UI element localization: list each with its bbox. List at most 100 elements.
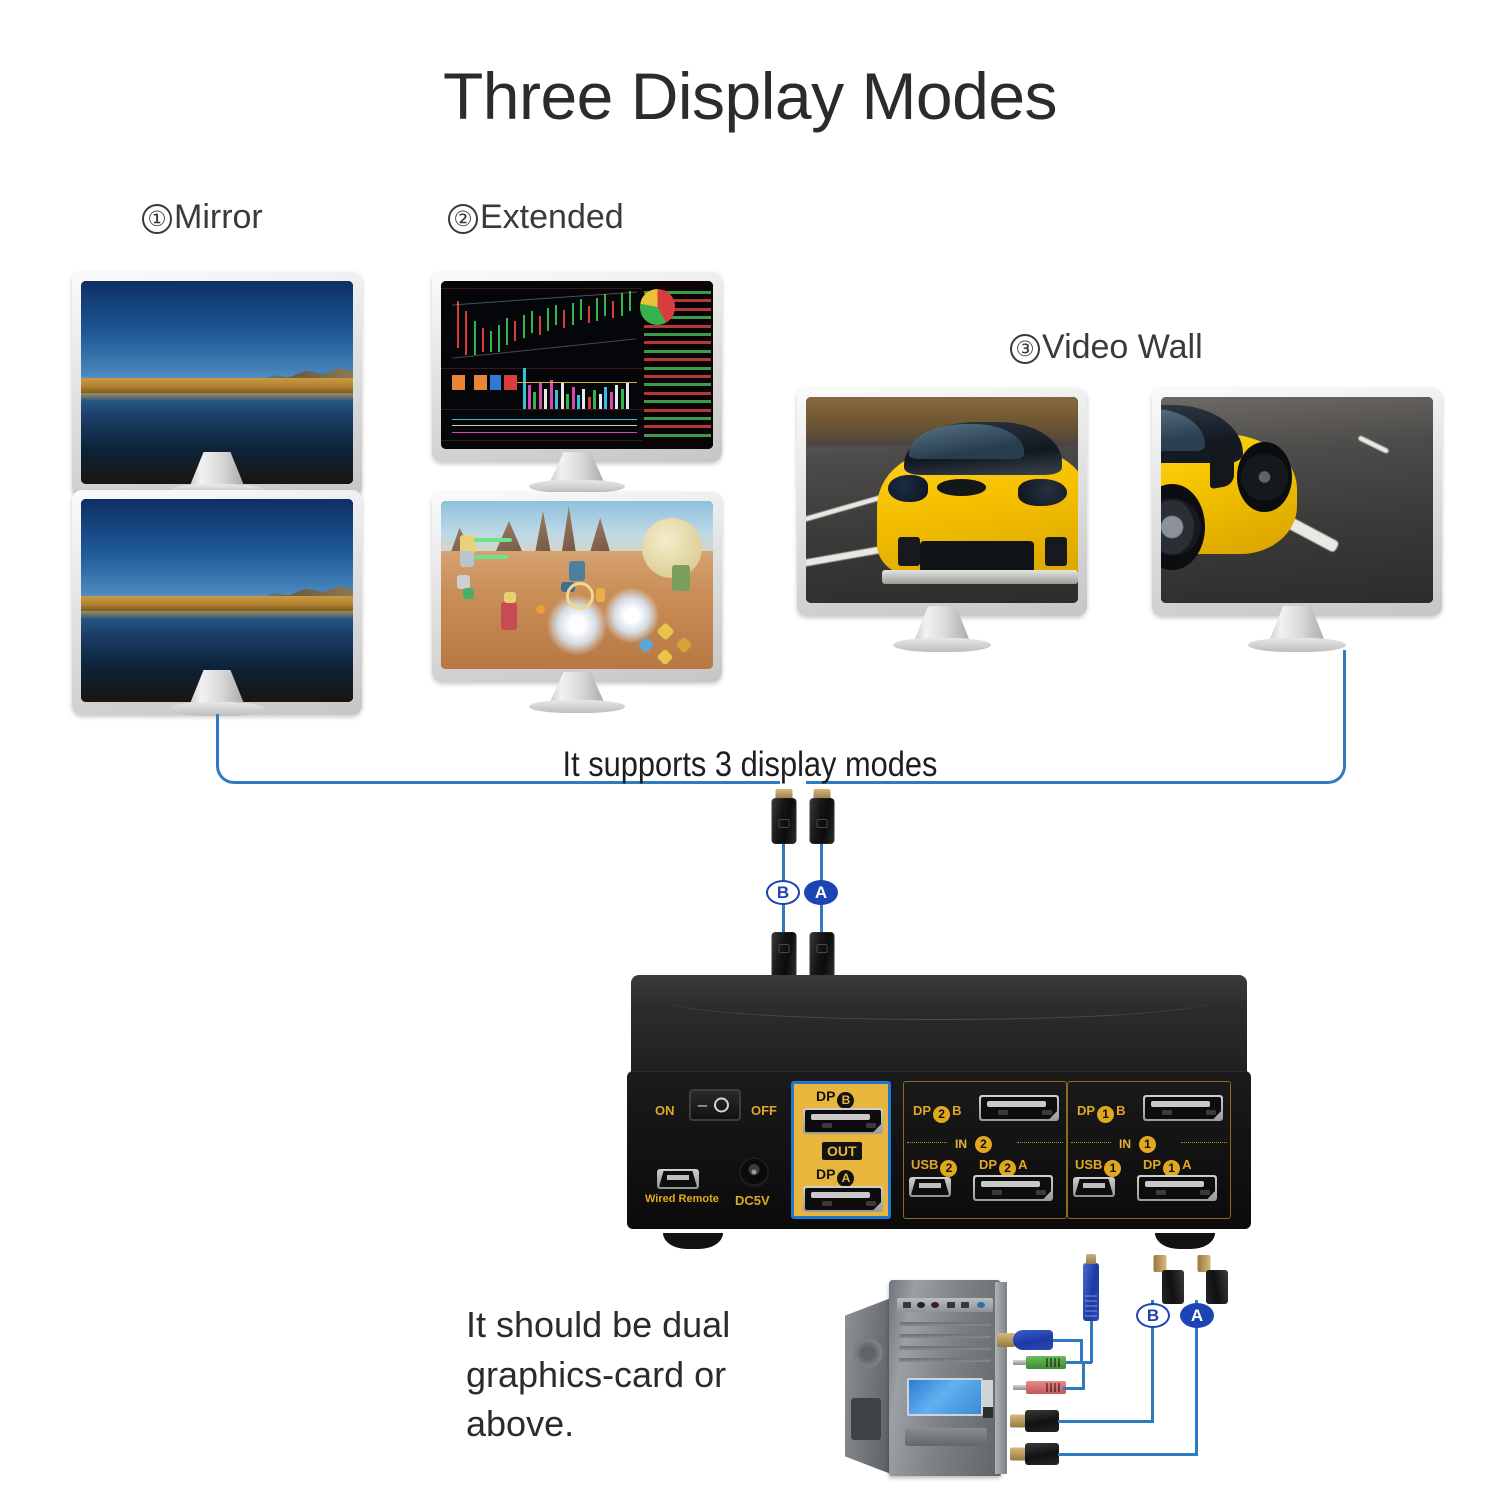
kvm-switch-device: ON OFF Wired Remote DC5V DPB OUT DPA — [627, 975, 1251, 1249]
power-rocker-switch[interactable] — [689, 1089, 741, 1121]
input1-dp-a-prefix: DP — [1143, 1157, 1162, 1172]
input1-dp-b-prefix: DP — [1077, 1103, 1096, 1118]
kvm-chassis-top — [631, 975, 1247, 1075]
wire-pc-b-v — [1151, 1300, 1154, 1422]
lake-wallpaper — [81, 281, 353, 484]
usb-b-plug-to-switch — [1083, 1254, 1099, 1321]
input1-dp-a-suffix: A — [1182, 1157, 1192, 1172]
monitor-mirror-top — [72, 272, 362, 497]
input1-dp-b-num: 1 — [1097, 1105, 1115, 1123]
stock-trading-wallpaper — [441, 281, 713, 449]
caption-supports-modes: It supports 3 display modes — [562, 745, 938, 784]
wired-remote-label: Wired Remote — [645, 1193, 719, 1205]
input2-dp-b-suffix: B — [952, 1103, 962, 1118]
game-wallpaper — [441, 501, 713, 669]
monitor-screen — [806, 397, 1078, 603]
input1-dots-left — [1071, 1142, 1111, 1143]
wire-pc-a-h — [1058, 1453, 1198, 1456]
wire-usb-v1 — [1080, 1339, 1083, 1363]
kvm-rear-panel: ON OFF Wired Remote DC5V DPB OUT DPA — [627, 1071, 1251, 1229]
input1-dots-right — [1181, 1142, 1227, 1143]
monitor-videowall-right — [1152, 388, 1442, 616]
input-group-2 — [903, 1081, 1067, 1219]
dp-plug-pc-b — [1010, 1410, 1062, 1432]
monitor-videowall-left — [797, 388, 1087, 616]
output-dp-b-prefix: DP — [816, 1088, 836, 1104]
circled-number-2: ② — [448, 204, 478, 234]
monitor-extended-top — [432, 272, 722, 462]
power-on-label: ON — [655, 1103, 675, 1118]
car-wallpaper-right — [1161, 397, 1433, 603]
wired-remote-port[interactable] — [657, 1169, 699, 1189]
monitor-base — [893, 638, 991, 652]
input2-dp-b-num: 2 — [933, 1105, 951, 1123]
mode-label-videowall-text: Video Wall — [1042, 328, 1203, 366]
wire-pc-b-h — [1058, 1420, 1154, 1423]
input2-dp-a-suffix: A — [1018, 1157, 1028, 1172]
car-wallpaper-left — [806, 397, 1078, 603]
input1-usb-port[interactable] — [1073, 1177, 1115, 1197]
input2-dp-b-port[interactable] — [979, 1095, 1059, 1121]
wire-left-vertical — [216, 714, 219, 766]
monitor-screen — [441, 501, 713, 669]
output-dp-b-port[interactable] — [803, 1108, 883, 1134]
kvm-foot-left — [663, 1233, 723, 1249]
output-dp-a-port[interactable] — [803, 1186, 883, 1212]
input2-dots-right — [1017, 1142, 1063, 1143]
monitor-screen — [1161, 397, 1433, 603]
pc-right-edge — [995, 1282, 1007, 1474]
monitor-base — [169, 702, 265, 716]
monitor-screen — [441, 281, 713, 449]
input2-usb-num: 2 — [940, 1159, 958, 1177]
wire-usb-h1 — [1053, 1339, 1083, 1342]
audio-plug-green — [1013, 1356, 1067, 1369]
audio-plug-red — [1013, 1381, 1067, 1394]
monitor-base — [1248, 638, 1346, 652]
note-dual-graphics-card: It should be dual graphics-card or above… — [466, 1304, 731, 1445]
input1-usb-prefix: USB — [1075, 1157, 1103, 1172]
wire-usb-join — [1040, 1361, 1092, 1364]
input2-dp-a-port[interactable] — [973, 1175, 1053, 1201]
input1-dp-a-port[interactable] — [1137, 1175, 1217, 1201]
cable-badge-b-top: B — [766, 880, 800, 905]
pc-side-fan-vent — [853, 1338, 883, 1368]
dp-plug-out-a-top — [804, 789, 840, 845]
circled-number-1: ① — [142, 204, 172, 234]
input1-dp-b-port[interactable] — [1143, 1095, 1223, 1121]
dc-power-jack[interactable] — [739, 1157, 769, 1187]
pc-side-cutout — [851, 1398, 881, 1440]
wire-right-corner — [1310, 748, 1346, 784]
mode-label-mirror-text: Mirror — [174, 198, 263, 236]
input2-dp-b-prefix: DP — [913, 1103, 932, 1118]
monitor-base — [529, 480, 625, 493]
monitor-screen — [81, 499, 353, 702]
wire-audio-v — [1082, 1362, 1085, 1390]
circled-number-3: ③ — [1010, 334, 1040, 364]
input2-usb-port[interactable] — [909, 1177, 951, 1197]
wire-right-vertical — [1343, 650, 1346, 748]
wire-bottom-right — [806, 781, 1312, 784]
input1-dp-b-suffix: B — [1116, 1103, 1126, 1118]
wire-bottom-left — [250, 781, 780, 784]
input2-dp-a-num: 2 — [999, 1159, 1017, 1177]
lake-wallpaper — [81, 499, 353, 702]
dp-plug-pc-a — [1010, 1443, 1062, 1465]
cable-badge-a-top: A — [804, 880, 838, 905]
output-dp-a-prefix: DP — [816, 1166, 836, 1182]
input2-dots-left — [907, 1142, 947, 1143]
pc-front-display — [907, 1378, 993, 1418]
input1-group-text: IN — [1115, 1135, 1135, 1153]
input2-group-text: IN — [951, 1135, 971, 1153]
dp-plug-switch-a — [1180, 1253, 1228, 1305]
